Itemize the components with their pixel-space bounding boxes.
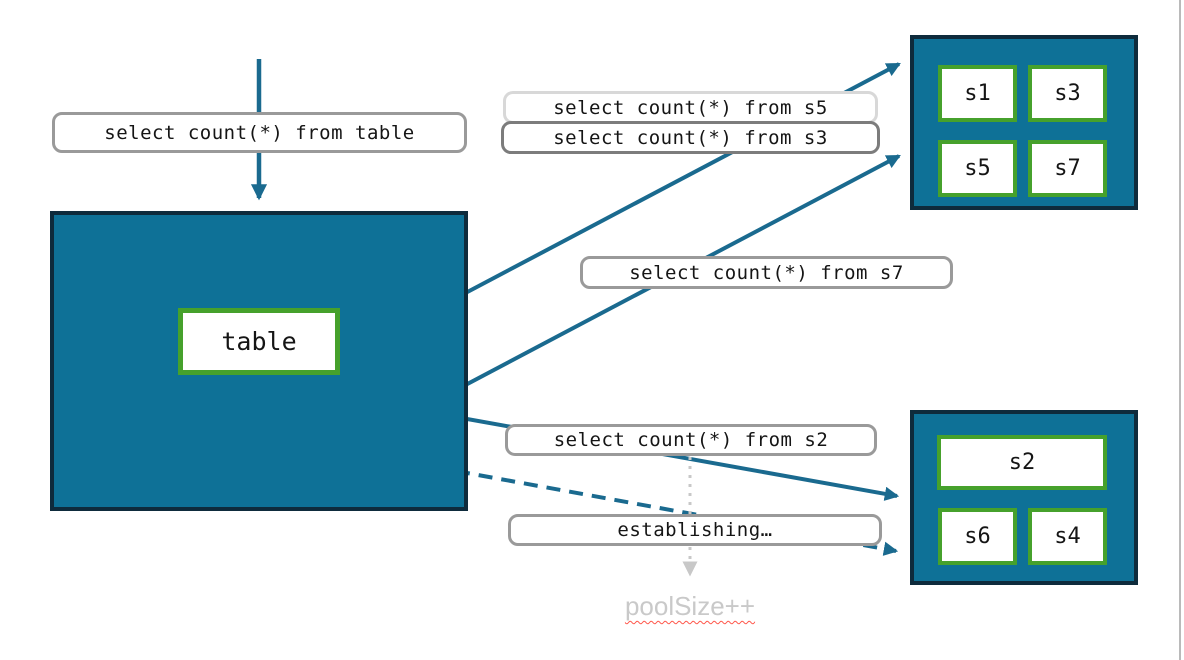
- table-box: table: [50, 211, 468, 511]
- shard-chip-s1: s1: [938, 65, 1017, 122]
- query-label-s7: select count(*) from s7: [580, 256, 953, 289]
- table-chip: table: [178, 308, 340, 375]
- query-text: select count(*) from s3: [553, 126, 828, 149]
- label-establishing: establishing…: [508, 514, 882, 546]
- query-text: establishing…: [617, 519, 773, 541]
- shard-label: s1: [964, 81, 991, 106]
- poolsize-text: poolSize++: [624, 591, 756, 621]
- query-label-s5: select count(*) from s5: [503, 91, 878, 124]
- query-text: select count(*) from s5: [553, 96, 828, 119]
- shard-chip-s7: s7: [1028, 140, 1107, 197]
- pool-box-bottom: s2 s6 s4: [910, 410, 1138, 585]
- table-chip-label: table: [221, 327, 297, 356]
- query-label-s3: select count(*) from s3: [501, 121, 880, 154]
- shard-chip-s4: s4: [1028, 508, 1107, 565]
- shard-chip-s6: s6: [938, 508, 1017, 565]
- pool-box-top: s1 s3 s5 s7: [910, 35, 1138, 210]
- query-text: select count(*) from s7: [629, 261, 904, 284]
- page-edge-line: [1179, 0, 1181, 660]
- shard-label: s4: [1054, 524, 1081, 549]
- query-label-s2: select count(*) from s2: [505, 424, 877, 456]
- shard-chip-s2: s2: [937, 435, 1107, 490]
- query-text: select count(*) from s2: [553, 429, 829, 451]
- poolsize-note: poolSize++: [600, 591, 780, 622]
- shard-label: s7: [1054, 156, 1081, 181]
- shard-label: s2: [1008, 450, 1036, 475]
- shard-label: s3: [1054, 81, 1081, 106]
- query-label-table: select count(*) from table: [52, 112, 467, 153]
- shard-chip-s5: s5: [938, 140, 1017, 197]
- shard-label: s5: [964, 156, 991, 181]
- query-text: select count(*) from table: [104, 121, 415, 144]
- shard-chip-s3: s3: [1028, 65, 1107, 122]
- shard-label: s6: [964, 524, 991, 549]
